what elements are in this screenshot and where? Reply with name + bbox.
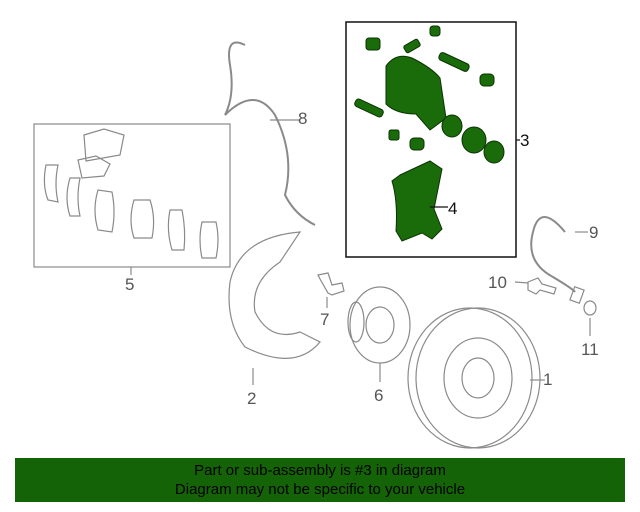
callout-5: 5 — [125, 275, 135, 294]
notice-line-2: Diagram may not be specific to your vehi… — [174, 481, 466, 498]
brake-hose — [530, 216, 576, 293]
dust-shield — [228, 231, 321, 359]
notice-line-1: Part or sub-assembly is #3 in diagram — [194, 462, 446, 479]
callout-6: 6 — [374, 386, 384, 405]
banjo-bolt — [527, 277, 557, 295]
bolt — [317, 272, 345, 296]
brake-pad-kit-box — [33, 123, 231, 268]
caliper-bolt — [365, 37, 381, 51]
callout-2: 2 — [247, 389, 257, 408]
guide-pin — [438, 52, 470, 72]
callout-11: 11 — [581, 340, 599, 359]
callout-4[interactable]: 4 — [448, 199, 458, 218]
washer — [583, 300, 597, 316]
callout-10: 10 — [488, 273, 507, 292]
callout-3[interactable]: 3 — [520, 131, 530, 150]
callout-7: 7 — [320, 310, 330, 329]
abs-sensor-wire — [224, 41, 316, 226]
piston — [461, 126, 487, 154]
callout-8: 8 — [298, 109, 308, 128]
callout-1: 1 — [543, 370, 553, 389]
brake-rotor — [407, 307, 541, 449]
caliper-body — [385, 55, 447, 131]
callout-9: 9 — [589, 223, 599, 242]
wheel-hub — [347, 286, 411, 364]
brake-pads — [43, 128, 219, 259]
notice-banner: Part or sub-assembly is #3 in diagram Di… — [15, 458, 625, 502]
caliper-bracket — [391, 160, 443, 242]
